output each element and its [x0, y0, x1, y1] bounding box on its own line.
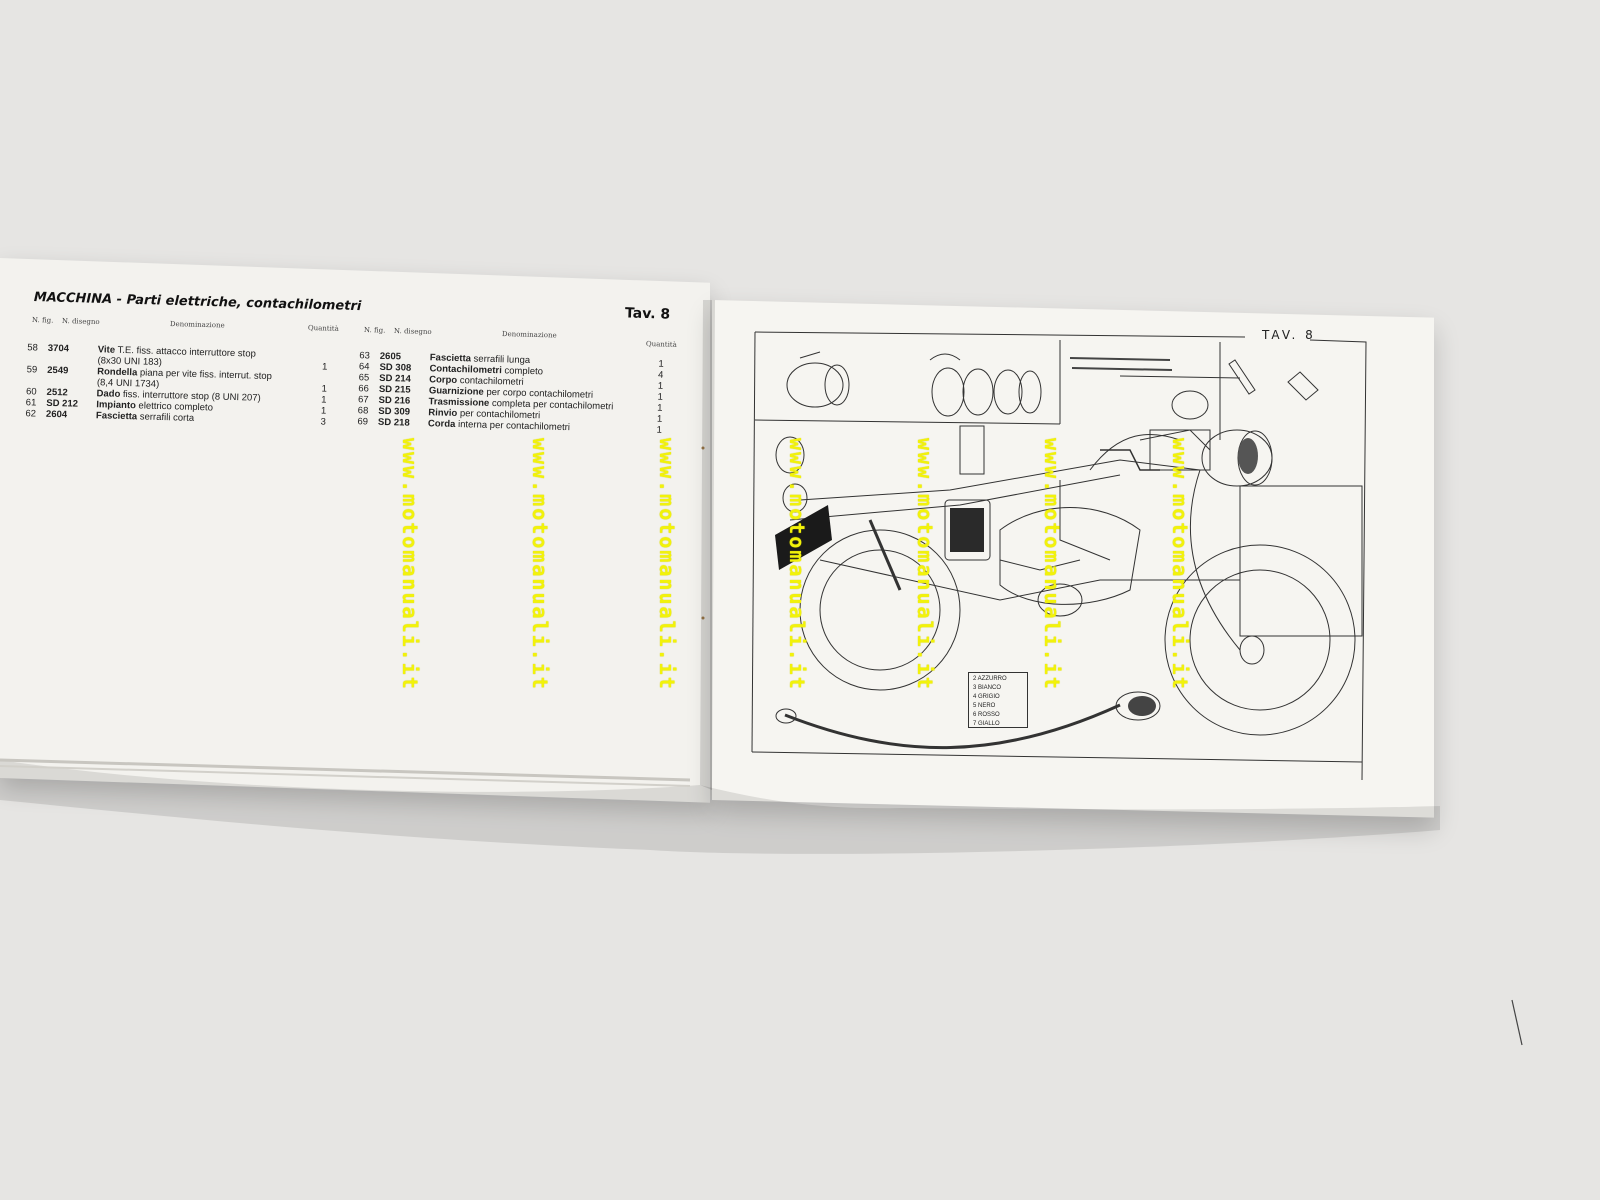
watermark: www.motomanuali.it: [1040, 438, 1064, 691]
tav-label-right: TAV. 8: [1262, 328, 1316, 342]
legend-item: 6 ROSSO: [973, 712, 1000, 718]
watermark: www.motomanuali.it: [913, 438, 937, 691]
watermark: www.motomanuali.it: [398, 438, 422, 691]
watermark: www.motomanuali.it: [785, 438, 809, 691]
legend-item: 5 NERO: [973, 703, 996, 709]
watermark: www.motomanuali.it: [655, 438, 679, 691]
legend-item: 4 GRIGIO: [973, 694, 1000, 700]
legend-item: 7 GIALLO: [973, 721, 1000, 727]
watermark: www.motomanuali.it: [528, 438, 552, 691]
wire-color-legend: 2 AZZURRO 3 BIANCO 4 GRIGIO 5 NERO 6 ROS…: [968, 672, 1028, 728]
legend-item: 3 BIANCO: [973, 685, 1002, 691]
legend-item: 2 AZZURRO: [973, 676, 1007, 682]
watermark: www.motomanuali.it: [1168, 438, 1192, 691]
